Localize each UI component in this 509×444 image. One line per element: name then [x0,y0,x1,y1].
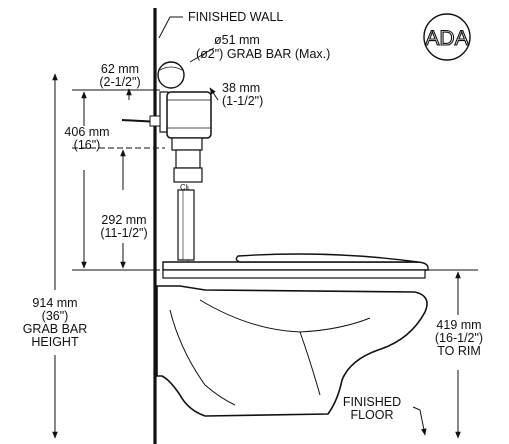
dim-38-label: 38 mm(1-1/2") [222,81,264,108]
flush-valve [159,91,212,262]
grab-bar-section [157,61,185,89]
centerline-label: CL [180,183,191,192]
dim-292-label: 292 mm(11-1/2") [100,213,148,240]
toilet-seat [162,253,429,279]
grab-bar-leader [189,47,215,63]
dim-914-label: 914 mm (36") GRAB BAR HEIGHT [22,296,88,349]
finished-wall-label: FINISHED WALL [188,10,284,24]
finished-floor-label: FINISHED FLOOR [342,395,402,422]
dim-406-label: 406 mm(16") [64,125,110,152]
dim-419-label: 419 mm (16-1/2") TO RIM [434,318,484,358]
floor-leader-line [412,406,427,436]
toilet-bowl [156,285,428,417]
ada-logo-icon: ADA [423,13,471,61]
dim-38-arrow [209,87,219,101]
grab-bar-diameter-in: (ø2") GRAB BAR (Max.) [196,47,331,61]
grab-bar-diameter-mm: ø51 mm [214,33,260,47]
wall-leader-line [158,16,183,39]
svg-text:ADA: ADA [425,27,468,50]
dim-62-label: 62 mm(2-1/2") [99,62,141,89]
